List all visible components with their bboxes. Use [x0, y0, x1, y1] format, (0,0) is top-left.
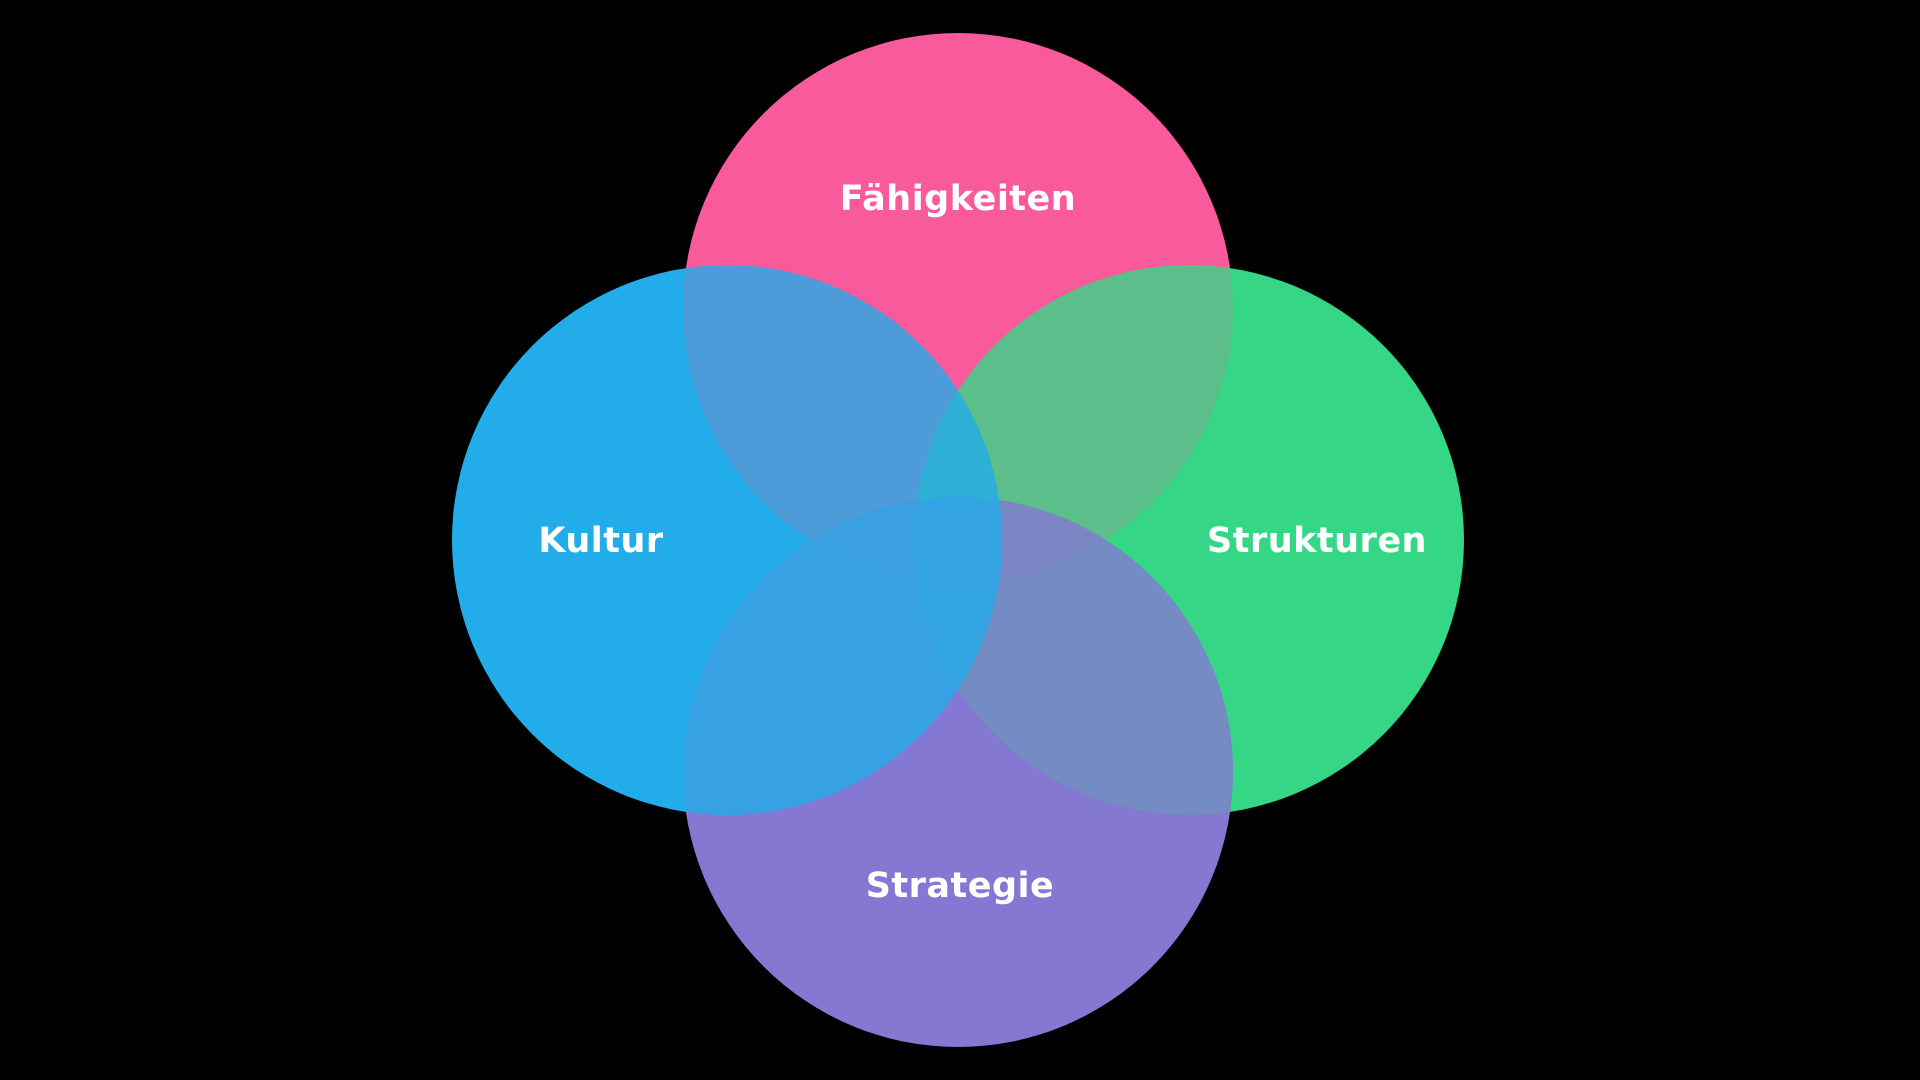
label-faehigkeiten: Fähigkeiten	[840, 179, 1076, 219]
label-strukturen: Strukturen	[1207, 521, 1427, 561]
label-strategie: Strategie	[866, 866, 1055, 906]
label-kultur: Kultur	[538, 521, 664, 561]
